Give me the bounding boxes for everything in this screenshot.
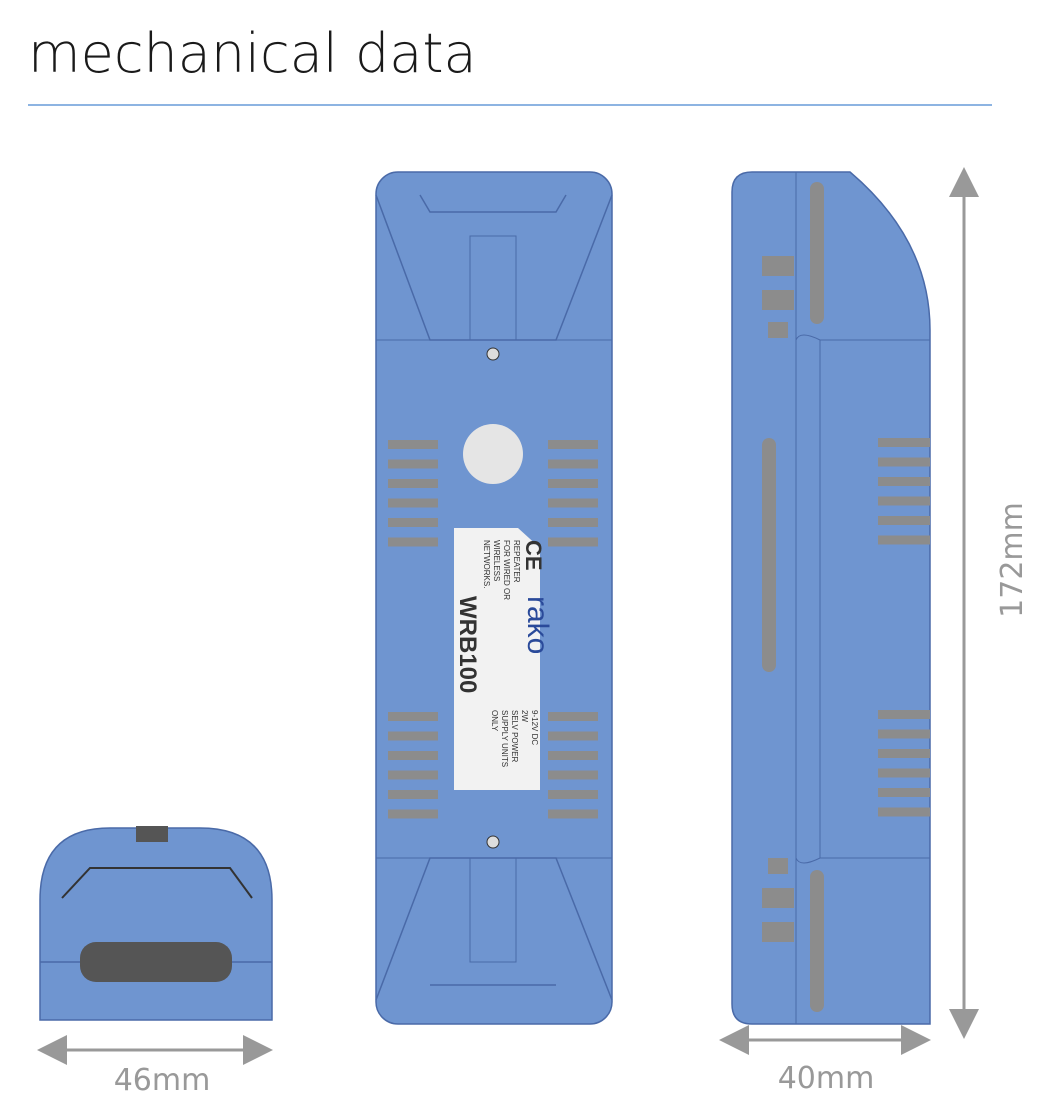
vent-slot (388, 751, 438, 760)
vent-slot (548, 790, 598, 799)
page-title: mechanical data (28, 22, 477, 85)
vent-slot (878, 438, 930, 447)
vent-slot (878, 729, 930, 739)
vent-slot (548, 537, 598, 547)
vent-slot (388, 731, 438, 741)
depth-dimension: 40mm (778, 1061, 875, 1096)
label-line: SELV POWER (510, 710, 519, 763)
vent-slot (388, 537, 438, 547)
model-number: WRB100 (454, 596, 481, 693)
vent-slot (878, 788, 930, 797)
vent-slot (878, 807, 930, 817)
top-view: CE REPEATER FOR WIRED OR WIRELESS NETWOR… (375, 171, 613, 1025)
height-dimension: 172mm (995, 502, 1030, 618)
vent-slot (878, 457, 930, 467)
label-line: 9-12V DC (530, 710, 539, 745)
label-line: WIRELESS (492, 540, 501, 581)
vent-slot (388, 479, 438, 488)
vent-slot (388, 712, 438, 721)
vent-slot (548, 731, 598, 741)
vent-slot (548, 712, 598, 721)
brand-logo: rako (521, 596, 554, 654)
vent-slot (388, 498, 438, 508)
vent-slot (548, 751, 598, 760)
vent-slot (878, 516, 930, 525)
vent-slot (388, 770, 438, 780)
title-divider (28, 104, 992, 106)
label-line: 2W (520, 710, 529, 722)
vent-slot (548, 440, 598, 449)
vent-slot (548, 518, 598, 527)
vent-slot (548, 770, 598, 780)
width-dimension: 46mm (114, 1063, 211, 1098)
end-view (39, 826, 273, 1021)
label-line: ONLY (490, 710, 499, 732)
side-view (731, 171, 931, 1025)
vent-slot (548, 459, 598, 469)
vent-slot (548, 809, 598, 819)
label-line: SUPPLY UNITS (500, 710, 509, 767)
label-line: REPEATER (512, 540, 521, 583)
vent-slot (878, 477, 930, 486)
label-line: NETWORKS. (482, 540, 491, 588)
vent-slot (878, 768, 930, 778)
vent-slot (878, 496, 930, 506)
product-label: CE REPEATER FOR WIRED OR WIRELESS NETWOR… (454, 540, 554, 767)
vent-slot (878, 535, 930, 545)
vent-slot (878, 710, 930, 719)
vent-slot (388, 809, 438, 819)
vent-slot (878, 749, 930, 758)
vent-slot (388, 440, 438, 449)
label-line: FOR WIRED OR (502, 540, 511, 600)
vent-slot (388, 790, 438, 799)
vent-slot (548, 498, 598, 508)
vent-slot (388, 459, 438, 469)
vent-slot (388, 518, 438, 527)
vent-slot (548, 479, 598, 488)
ce-mark: CE (521, 540, 546, 571)
